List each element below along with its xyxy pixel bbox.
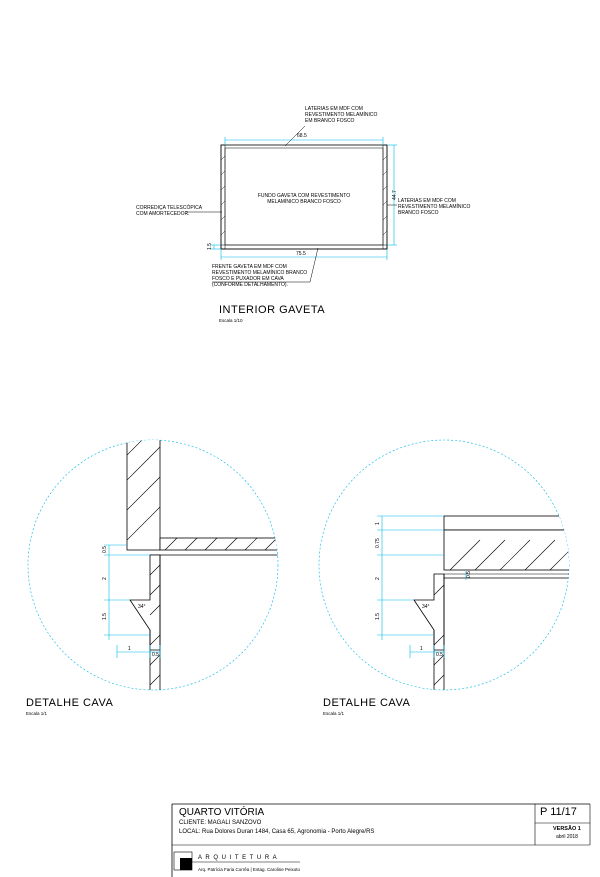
right-dim-v2: 0.75 [375,538,381,548]
right-dim-v1: 1 [375,522,381,525]
interior-gaveta-plan: 68.5 75.5 44.7 1.5 LATERIAS EM MDF COM R… [136,106,471,323]
sheet-number: P 11/17 [540,806,577,818]
label-frente-1: FRENTE GAVETA EM MDF COM [212,264,287,270]
label-frente-2: REVESTIMENTO MELAMÍNICO BRANCO [212,269,307,276]
dim-height: 44.7 [392,190,398,200]
client-name: CLIENTE: MAGALI SANZOVO [179,820,262,826]
credits: Arq. Patrícia Faria Corrêa | Estag. Caro… [198,867,300,872]
detail-left-scale: Escala 1/1 [26,711,48,716]
left-angle: 34° [138,604,146,610]
date: abril 2018 [556,834,578,840]
label-corredica-1: CORREDIÇA TELESCÓPICA [136,204,203,211]
label-fundo-1: FUNDO GAVETA COM REVESTIMENTO [258,193,350,199]
left-dim-h1: 1 [128,646,131,652]
label-fundo-2: MELAMÍNICO BRANCO FOSCO [267,198,341,205]
detail-right-title: DETALHE CAVA [323,697,410,709]
right-dim-small: 0.5 [466,571,472,578]
drawer-front-panel [220,244,388,250]
left-dim-h2: 0.5 [152,652,159,658]
label-frente-3: FOSCO E PUXADOR EM CAVA [212,276,284,282]
detalhe-cava-right: 1 0.75 2 1.5 0.5 34° 1 0.5 DETALHE CAVA … [318,439,570,716]
left-dim-v3: 1.5 [102,613,108,620]
title-block [171,803,591,877]
version: VERSÃO 1 [553,826,581,832]
firm-name: A R Q U I T E T U R A [198,855,278,861]
dim-front: 1.5 [207,243,213,250]
interior-gaveta-scale: Escala 1/10 [219,318,243,323]
left-dim-v2: 2 [102,577,108,580]
detalhe-cava-left: 0.5 2 1.5 34° 1 0.5 DETALHE CAVA Escala … [26,439,279,716]
right-dim-h2: 0.5 [436,652,443,658]
drawer-side-left [220,144,226,250]
right-dim-h1: 1 [420,646,423,652]
label-laterais-top-2: REVESTIMENTO MELAMÍNICO [305,111,378,118]
label-laterais-right-3: BRANCO FOSCO [398,210,439,216]
right-dim-v3: 2 [375,577,381,580]
label-laterais-right-1: LATERIAS EM MDF COM [398,198,456,204]
leader-laterais-top [284,125,306,147]
leader-frente [309,247,319,283]
label-frente-4: (CONFORME DETALHAMENTO). [212,282,288,288]
detail-left-title: DETALHE CAVA [26,697,113,709]
right-angle: 34° [422,604,430,610]
left-dim-v1: 0.5 [102,546,108,553]
dim-width-top: 68.5 [297,133,307,139]
right-dim-v4: 1.5 [375,613,381,620]
interior-gaveta-title: INTERIOR GAVETA [219,304,325,316]
location: LOCAL: Rua Dolores Duran 1484, Casa 65, … [179,829,375,835]
dim-width-bottom: 75.5 [296,251,306,257]
label-laterais-top-1: LATERIAS EM MDF COM [305,106,363,112]
label-laterais-right-2: REVESTIMENTO MELAMÍNICO [398,203,471,210]
label-laterais-top-3: EM BRANCO FOSCO [305,118,355,124]
project-name: QUARTO VITÓRIA [179,807,265,818]
logo-filled-square [180,858,192,870]
drawer-side-right [382,144,388,250]
label-corredica-2: COM AMORTECEDOR. [136,211,190,217]
detail-right-scale: Escala 1/1 [323,711,345,716]
